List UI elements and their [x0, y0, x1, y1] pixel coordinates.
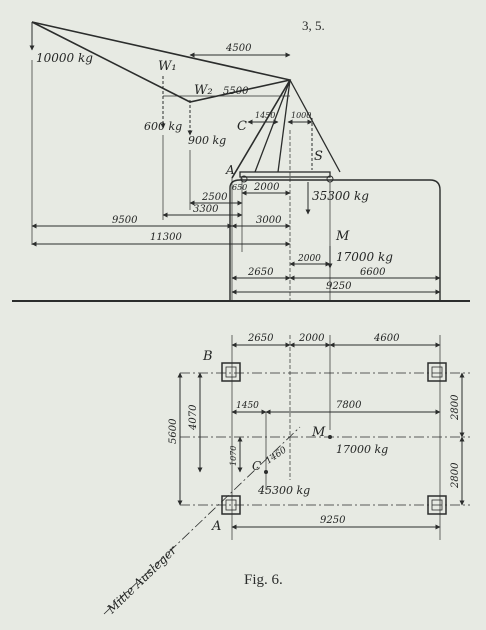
- tip-load-label: 10000 kg: [36, 51, 93, 65]
- plan-dim-2800-bottom: 2800: [450, 462, 461, 489]
- tower-struts: [254, 79, 341, 173]
- plan-dim-5600: 5600: [168, 418, 179, 444]
- plan-dim-1460: 1460: [264, 445, 289, 466]
- plan-b-label: B: [202, 349, 213, 364]
- plan-dim-9250: 9250: [320, 515, 346, 526]
- plan-c-label: C: [252, 459, 261, 473]
- plan-load-17000: 17000 kg: [336, 443, 388, 456]
- m-label-elevation: M: [335, 229, 350, 244]
- dim-650: 650: [232, 183, 247, 192]
- s-label: S: [314, 149, 323, 164]
- load-17000: 17000 kg: [336, 250, 393, 264]
- footing-bottom-right: [427, 495, 447, 515]
- page-mark: 3, 5.: [302, 18, 325, 33]
- carriage: [239, 171, 331, 178]
- jib-centerline: [103, 426, 301, 615]
- crane-plan: 2650 2000 4600 B 5600 4070 1450 7800 280…: [104, 333, 470, 617]
- jib-center-label: Mitte Ausleger: [104, 542, 181, 617]
- plan-dim-2650: 2650: [247, 333, 274, 344]
- dim-1000: 1000: [291, 111, 311, 120]
- crane-elevation: 10000 kg W₁ 600 kg W₂ 900 kg 4500 5500 C…: [12, 21, 470, 302]
- c-label: C: [237, 119, 247, 134]
- m-point: [328, 435, 332, 439]
- plan-dim-1070: 1070: [229, 446, 238, 466]
- load-35300: 35300 kg: [312, 189, 369, 203]
- dim-1450: 1450: [255, 111, 275, 120]
- plan-dim-2800-top: 2800: [450, 394, 461, 421]
- dim-9250: 9250: [326, 281, 352, 292]
- dim-11300: 11300: [150, 232, 182, 243]
- plan-dim-1450: 1450: [236, 401, 259, 411]
- dim-5500: 5500: [223, 86, 249, 97]
- c-point: [264, 470, 268, 474]
- plan-a-label: A: [211, 519, 221, 534]
- dim-2000-b: 2000: [297, 254, 321, 264]
- dim-3300: 3300: [193, 204, 219, 215]
- plan-load-45300: 45300 kg: [257, 484, 310, 497]
- footing-top-right: [427, 362, 447, 382]
- dim-3000: 3000: [256, 215, 282, 226]
- w1-label: W₁: [158, 59, 177, 74]
- footing-bottom-left-inner: [225, 499, 237, 511]
- footing-top-left-inner: [225, 366, 237, 378]
- footing-bottom-left: [221, 495, 241, 515]
- a-label: A: [225, 163, 235, 177]
- figure-caption: Fig. 6.: [244, 572, 283, 588]
- w1-load-label: 600 kg: [144, 120, 182, 133]
- portal-frame: [229, 179, 441, 300]
- plan-m-label: M: [311, 425, 326, 440]
- footing-top-right-inner: [431, 366, 443, 378]
- wheel-left: [240, 175, 248, 183]
- w2-label: W₂: [194, 83, 213, 98]
- plan-dim-4070: 4070: [188, 404, 199, 431]
- dim-2500: 2500: [201, 192, 228, 203]
- dim-2000: 2000: [253, 182, 280, 193]
- dim-9500: 9500: [112, 215, 138, 226]
- plan-dim-2000: 2000: [298, 333, 325, 344]
- plan-dim-7800: 7800: [336, 400, 362, 411]
- footing-bottom-right-inner: [431, 499, 443, 511]
- dim-4500: 4500: [225, 43, 252, 54]
- plan-dim-4600: 4600: [373, 333, 400, 344]
- w2-load-label: 900 kg: [188, 134, 226, 147]
- dim-6600: 6600: [360, 267, 386, 278]
- dim-2650: 2650: [247, 267, 274, 278]
- footing-top-left: [221, 362, 241, 382]
